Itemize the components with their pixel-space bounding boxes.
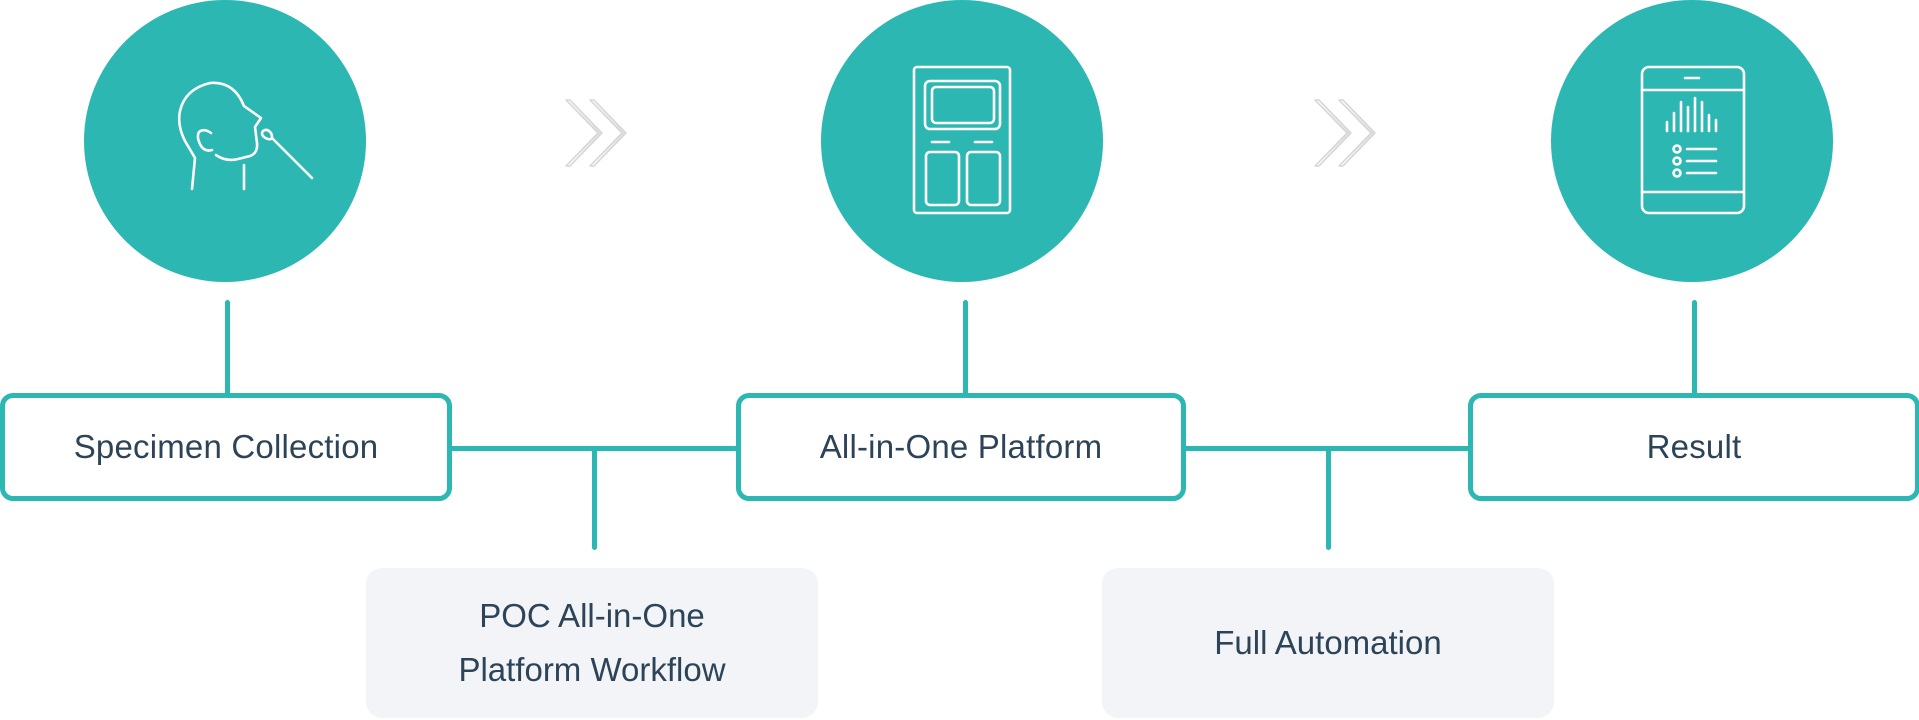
step-1-label: Specimen Collection [73, 428, 379, 465]
step-3-label: Result [1646, 428, 1742, 465]
step-1-circle [84, 0, 366, 282]
step-2-label: All-in-One Platform [819, 428, 1103, 465]
tablet-report-icon [1640, 65, 1746, 215]
device-cartridge-icon [912, 65, 1012, 215]
transition-1-note-line-2: Platform Workflow [458, 651, 726, 688]
connector-2-3-drop [1326, 446, 1331, 550]
step-1-box: Specimen Collection [0, 393, 452, 501]
step-2-stem [963, 300, 968, 398]
step-3-stem [1692, 300, 1697, 398]
step-3-box: Result [1468, 393, 1919, 501]
step-1-stem [225, 300, 230, 398]
double-chevron-right-icon [1314, 99, 1376, 167]
step-3-circle [1551, 0, 1833, 282]
transition-2-note: Full Automation [1102, 568, 1554, 718]
connector-1-2-drop [592, 446, 597, 550]
step-2-circle [821, 0, 1103, 282]
transition-2-note-line-1: Full Automation [1214, 624, 1442, 661]
double-chevron-right-icon [565, 99, 627, 167]
transition-1-note: POC All-in-One Platform Workflow [366, 568, 818, 718]
transition-1-note-line-1: POC All-in-One [479, 597, 705, 634]
step-2-box: All-in-One Platform [736, 393, 1186, 501]
nasal-swab-icon [177, 81, 314, 191]
